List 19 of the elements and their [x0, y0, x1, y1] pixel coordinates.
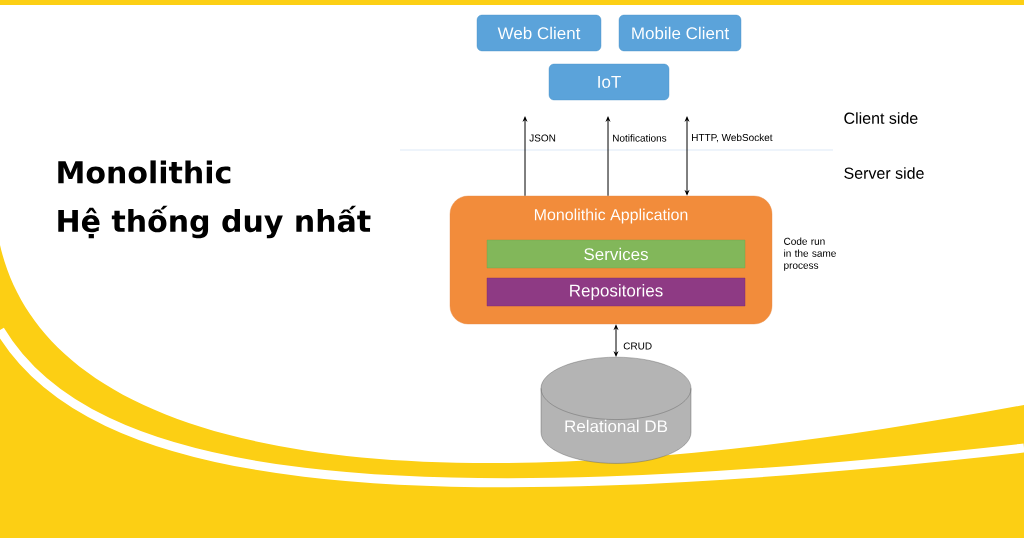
process-box: Mobile Client: [618, 14, 742, 52]
arrow: [606, 116, 610, 197]
layer-box: Repositories: [486, 277, 746, 307]
subtitle: Hệ thống duy nhất: [58, 205, 371, 239]
database-cylinder: Relational DB: [540, 357, 692, 464]
process-box: IoT: [548, 63, 670, 101]
side-label: Server side: [844, 167, 924, 179]
title: Monolithic: [58, 160, 231, 184]
side-label: Client side: [844, 112, 918, 124]
edge-label: JSON: [529, 134, 556, 142]
layer-box: Services: [486, 239, 746, 269]
side-note: Code run in the same process: [784, 237, 836, 271]
arrow: [685, 116, 689, 195]
arrow: [614, 325, 618, 357]
edge-label: HTTP, WebSocket: [692, 133, 773, 143]
process-box: Web Client: [476, 14, 602, 52]
arrow: [523, 116, 527, 197]
edge-label: CRUD: [623, 342, 652, 350]
edge-label: Notifications: [613, 134, 667, 142]
